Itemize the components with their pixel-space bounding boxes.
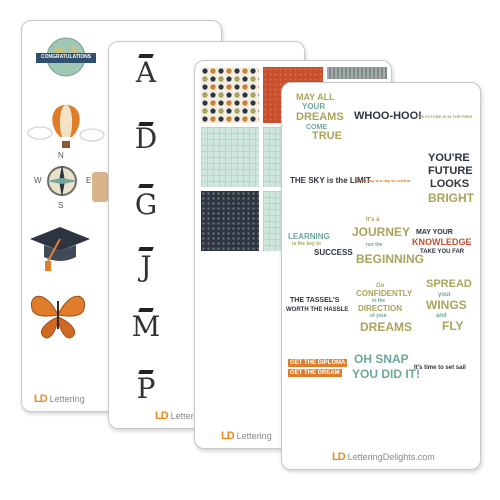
letter-m: M bbox=[131, 310, 161, 343]
phrase-go: Go bbox=[376, 283, 385, 289]
phrase-tassels: THE TASSEL'S bbox=[290, 297, 340, 304]
letter-g: G bbox=[134, 188, 158, 221]
compass-s: S bbox=[58, 201, 64, 210]
phrase-you-did-it: YOU DID IT! bbox=[352, 367, 420, 381]
polka-dot-paper bbox=[201, 67, 259, 123]
globe-graphic bbox=[36, 37, 96, 77]
phrase-fly: FLY bbox=[442, 319, 464, 333]
compass-graphic bbox=[46, 165, 78, 197]
phrase-set-sail: It's time to set sail bbox=[414, 365, 466, 371]
phrase-of-your: of your bbox=[370, 313, 387, 319]
phrase-dreams-2: DREAMS bbox=[360, 320, 413, 334]
gray-stripe-paper bbox=[327, 67, 387, 79]
phrase-success: SUCCESS bbox=[314, 248, 353, 257]
phrase-direction: DIRECTION bbox=[358, 304, 402, 313]
phrase-youre: YOU'RE bbox=[428, 152, 470, 164]
phrase-knowledge: KNOWLEDGE bbox=[412, 237, 472, 247]
mint-grid-paper bbox=[201, 127, 259, 187]
phrase-your-2: your bbox=[438, 292, 452, 298]
phrase-future-present: THE FUTURE IS IN THE PRESENT bbox=[416, 115, 472, 119]
phrase-take-you-far: TAKE YOU FAR bbox=[420, 249, 465, 255]
phrase-in-the: in the bbox=[372, 298, 386, 304]
compass-n: N bbox=[58, 151, 64, 160]
phrase-may-your: MAY YOUR bbox=[416, 229, 453, 236]
phrase-bright: BRIGHT bbox=[428, 191, 474, 205]
phrase-get-diploma: GET THE DIPLOMA bbox=[288, 359, 348, 368]
phrase-and: and bbox=[436, 313, 447, 319]
congratulations-banner: CONGRATULATIONS bbox=[40, 54, 92, 60]
phrase-beginning: BEGINNING bbox=[356, 252, 425, 266]
phrase-sky-limit: THE SKY is the LIMIT bbox=[290, 176, 371, 185]
phrase-get-dream: GET THE DREAM bbox=[288, 369, 342, 378]
compass-e: E bbox=[86, 176, 92, 185]
phrase-journey: JOURNEY bbox=[352, 225, 411, 239]
phrase-come: COME bbox=[306, 124, 327, 131]
phrase-key: is the key to bbox=[292, 241, 321, 247]
diploma-scroll-graphic bbox=[92, 172, 108, 202]
phrase-oh-snap: OH SNAP bbox=[354, 352, 409, 366]
phrase-worth-hassle: WORTH THE HASSLE bbox=[286, 307, 349, 313]
letter-d: D bbox=[134, 122, 158, 155]
letter-p: P bbox=[136, 372, 156, 405]
phrase-not: not the bbox=[366, 242, 383, 248]
dark-dot-paper bbox=[201, 191, 259, 251]
product-card-wordart[interactable]: MAY ALL YOUR DREAMS COME TRUE WHOO-HOO! … bbox=[281, 82, 481, 470]
butterfly-graphic bbox=[30, 295, 86, 339]
hot-air-balloon-graphic bbox=[27, 105, 105, 148]
phrase-your: YOUR bbox=[302, 102, 326, 111]
phrase-whoo-hoo: WHOO-HOO! bbox=[354, 110, 422, 122]
phrase-learning: LEARNING bbox=[288, 232, 330, 241]
phrase-true: TRUE bbox=[312, 130, 342, 142]
phrase-looks: LOOKS bbox=[430, 178, 470, 190]
phrase-wings: WINGS bbox=[426, 298, 467, 312]
phrase-celebrate: every day is a day to celebrate bbox=[356, 179, 410, 183]
phrase-future: FUTURE bbox=[428, 165, 473, 177]
phrase-its-a: It's a bbox=[366, 217, 380, 223]
phrase-may-all: MAY ALL bbox=[296, 92, 335, 102]
letter-a: A bbox=[135, 56, 157, 89]
phrase-confidently: CONFIDENTLY bbox=[356, 289, 413, 298]
letter-j: J bbox=[140, 250, 152, 283]
graduation-cap-graphic bbox=[30, 227, 90, 271]
phrase-dreams: DREAMS bbox=[296, 111, 344, 123]
phrase-spread: SPREAD bbox=[426, 278, 472, 290]
compass-w: W bbox=[34, 176, 42, 185]
